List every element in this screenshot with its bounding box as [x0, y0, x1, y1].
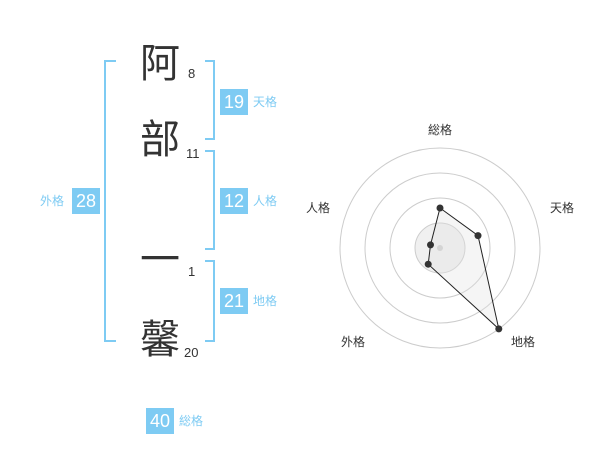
radar-axis-label-gaikaku: 外格	[341, 335, 366, 349]
tenkaku-value: 19	[220, 89, 248, 115]
radar-axis-label-chikaku: 地格	[511, 335, 536, 349]
gaikaku-label: 外格	[40, 194, 65, 208]
chikaku-label: 地格	[253, 294, 278, 308]
radar-ring-3	[364, 172, 516, 324]
radar-point-0	[436, 204, 444, 212]
chikaku-bracket	[205, 260, 215, 342]
jinkaku-value: 12	[220, 188, 248, 214]
radar-ring-4	[339, 147, 541, 349]
stroke-count-3: 1	[188, 264, 196, 279]
radar-series-polygon	[427, 207, 500, 331]
tenkaku-label: 天格	[253, 95, 278, 109]
name-char-2: 部	[140, 117, 180, 163]
jinkaku-bracket	[205, 150, 215, 250]
radar-point-1	[474, 232, 482, 240]
stroke-count-1: 8	[188, 66, 196, 81]
radar-ring-1	[414, 222, 466, 274]
radar-point-2	[495, 325, 503, 333]
name-char-4: 馨	[140, 317, 180, 363]
radar-axis-label-jinkaku: 人格	[306, 201, 331, 215]
gaikaku-bracket	[104, 60, 116, 342]
tenkaku-bracket	[205, 60, 215, 140]
radar-axis-label-soukaku: 総格	[428, 123, 453, 137]
name-char-3: 一	[140, 237, 180, 283]
radar-point-4	[427, 241, 434, 249]
soukaku-value: 40	[146, 408, 174, 434]
name-char-1: 阿	[140, 41, 180, 87]
gaikaku-value: 28	[72, 188, 100, 214]
radar-axis-label-tenkaku: 天格	[550, 201, 575, 215]
stroke-count-2: 11	[186, 146, 200, 161]
stroke-count-4: 20	[184, 345, 199, 360]
jinkaku-label: 人格	[253, 194, 278, 208]
radar-center-dot	[437, 245, 443, 251]
radar-ring-2	[389, 197, 491, 299]
soukaku-label: 総格	[179, 414, 204, 428]
radar-point-3	[424, 260, 432, 268]
chikaku-value: 21	[220, 288, 248, 314]
